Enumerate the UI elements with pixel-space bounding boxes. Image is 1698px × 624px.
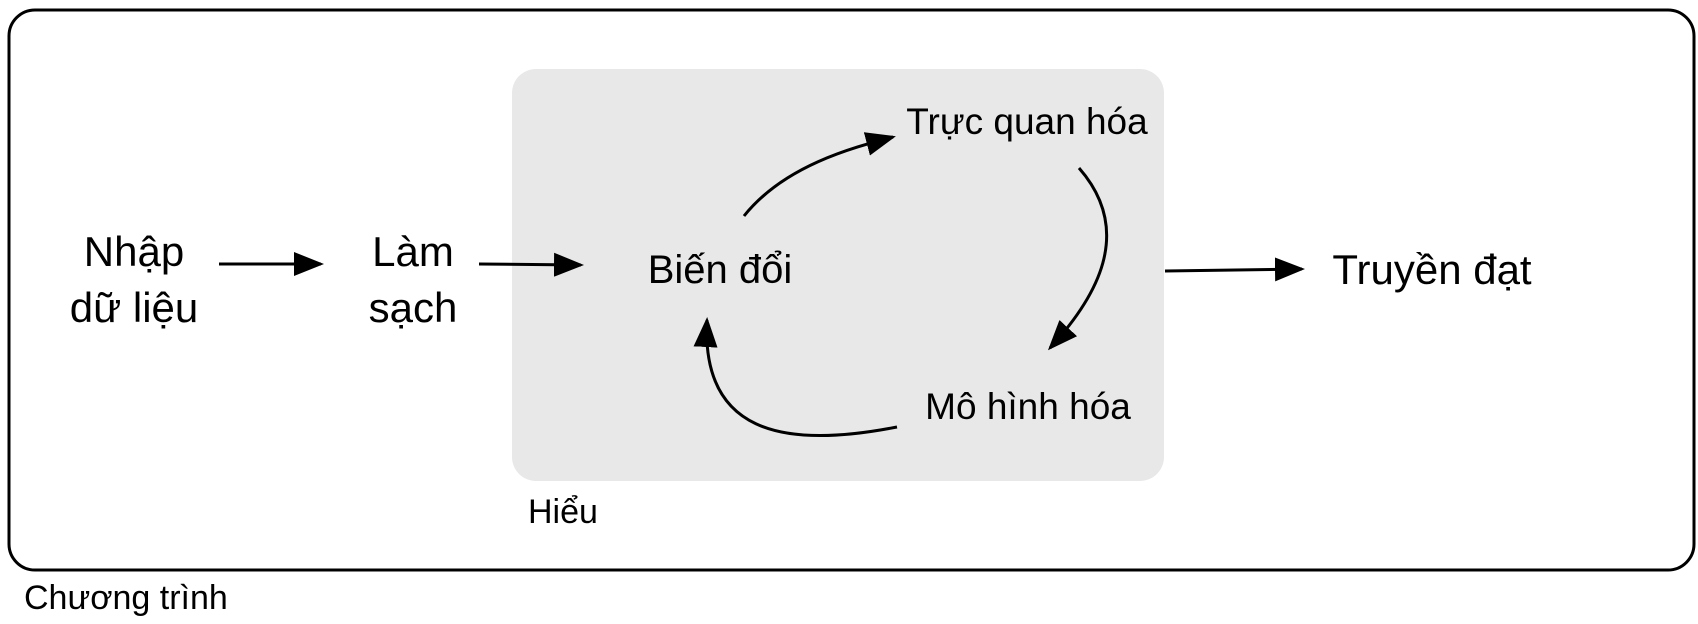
node-tidy-label-line1: Làm bbox=[372, 228, 454, 275]
understand-region bbox=[512, 69, 1164, 481]
program-label: Chương trình bbox=[24, 579, 228, 617]
arrow-model-to-transform bbox=[693, 317, 898, 438]
arrow-understand-to-communicate bbox=[1164, 257, 1305, 282]
node-communicate-label: Truyền đạt bbox=[1332, 246, 1532, 293]
node-tidy: Làm sạch bbox=[369, 228, 458, 331]
node-import-label-line2: dữ liệu bbox=[70, 284, 199, 331]
node-import: Nhập dữ liệu bbox=[70, 228, 199, 331]
arrow-tidy-to-transform bbox=[478, 252, 584, 277]
arrow-transform-to-visualize bbox=[742, 132, 896, 217]
understand-label: Hiểu bbox=[528, 493, 598, 531]
node-tidy-label-line2: sạch bbox=[369, 284, 458, 331]
node-visualize-label: Trực quan hóa bbox=[906, 101, 1148, 142]
node-import-label-line1: Nhập bbox=[84, 228, 184, 275]
arrow-visualize-to-model bbox=[1047, 167, 1109, 351]
node-transform-label: Biến đổi bbox=[648, 248, 793, 292]
node-model-label: Mô hình hóa bbox=[925, 386, 1131, 427]
